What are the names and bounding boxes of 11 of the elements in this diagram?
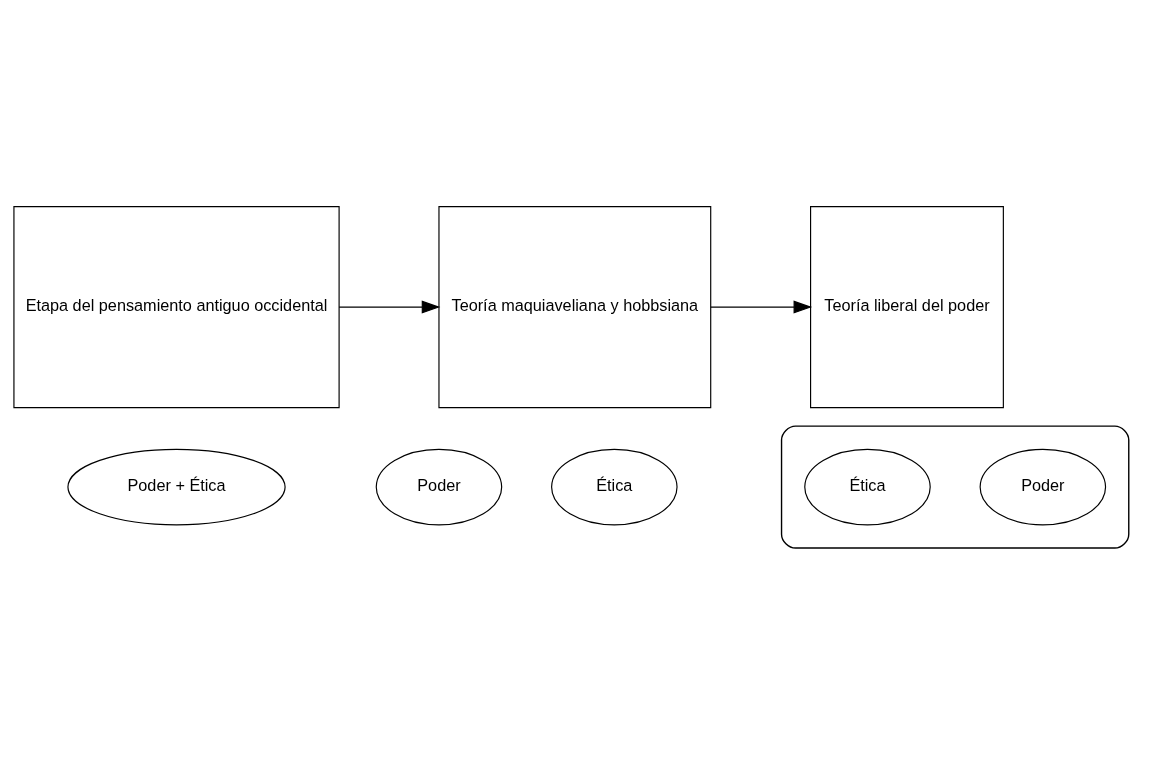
node-ellipse: Poder + Ética [67,448,286,526]
node-ellipse: Poder [979,448,1107,526]
node-ellipse: Poder [375,448,503,526]
cluster [780,425,1130,549]
node-box: Teoría maquiaveliana y hobbsiana [438,206,712,409]
arrow [338,300,441,314]
node-ellipse: Ética [804,448,931,526]
node-box: Etapa del pensamiento antiguo occidental [13,206,340,409]
node-ellipse: Ética [551,448,678,526]
node-box: Teoría liberal del poder [810,206,1004,409]
arrow [710,300,813,314]
